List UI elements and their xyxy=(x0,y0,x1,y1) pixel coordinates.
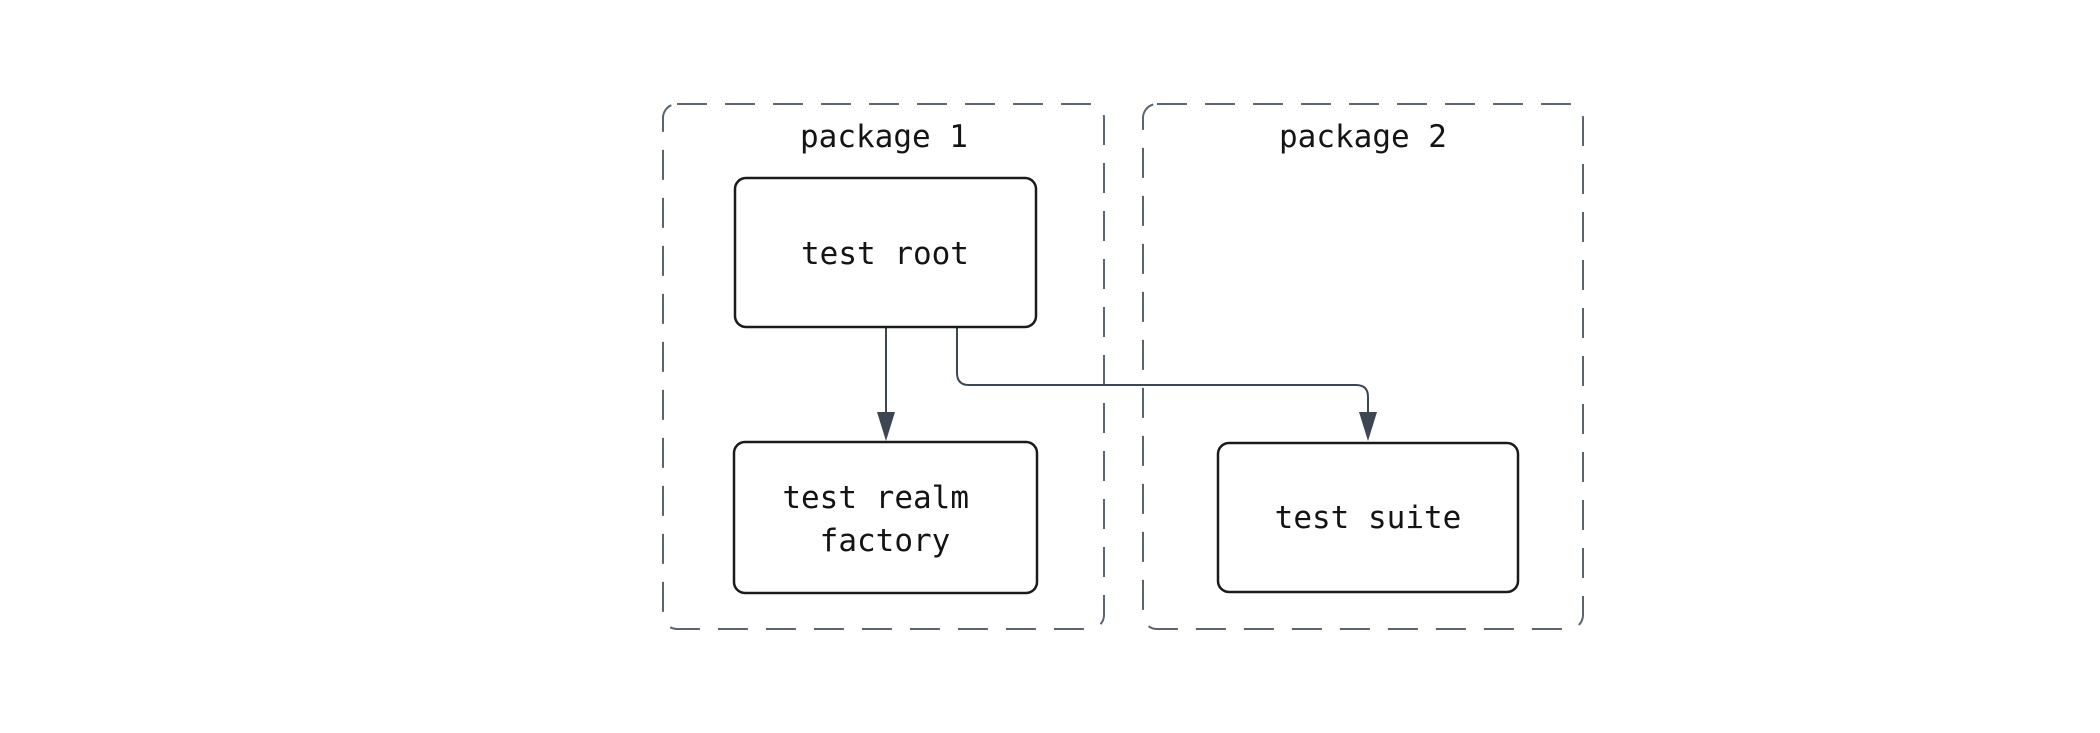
node-test-realm-factory-box xyxy=(732,440,1039,595)
edges xyxy=(877,328,1377,441)
cluster-package-1: package 1 xyxy=(662,103,1105,630)
arrowhead-into-test-suite xyxy=(1359,412,1377,441)
node-test-suite-label: test suite xyxy=(1275,500,1462,536)
node-test-realm-factory-label: test realm factory xyxy=(782,480,987,559)
node-test-root: test root xyxy=(733,176,1038,329)
node-test-realm-factory-label-line2: factory xyxy=(820,523,951,559)
cluster-package-1-label: package 1 xyxy=(800,119,968,155)
cluster-package-2: package 2 xyxy=(1142,103,1584,630)
node-test-suite: test suite xyxy=(1216,441,1520,594)
node-test-realm-factory: test realm factory xyxy=(732,440,1039,595)
node-test-realm-factory-label-line1: test realm xyxy=(782,480,969,516)
cluster-package-2-border xyxy=(1142,103,1584,630)
node-test-root-box xyxy=(733,176,1038,329)
cluster-package-1-border xyxy=(662,103,1105,630)
edge-test-root-to-test-suite xyxy=(956,328,1369,413)
node-test-suite-box xyxy=(1216,441,1520,594)
arrowhead-into-test-realm-factory xyxy=(877,412,895,441)
node-test-root-label: test root xyxy=(801,236,969,272)
cluster-package-2-label: package 2 xyxy=(1279,119,1447,155)
